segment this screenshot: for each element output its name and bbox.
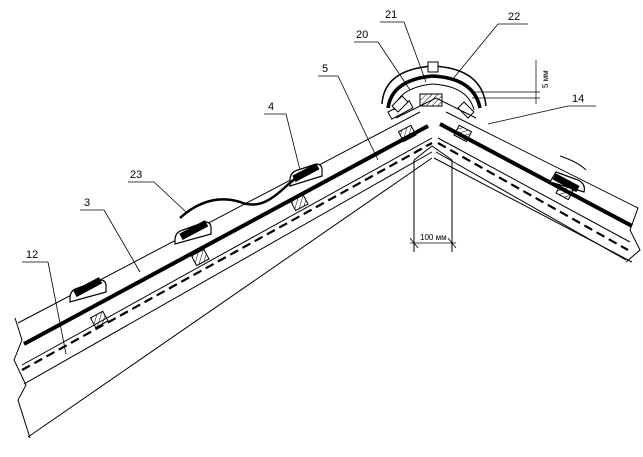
ridge-beam (413, 145, 453, 252)
leader-lines (22, 21, 596, 355)
dimension-100mm-label: 100 мм (420, 233, 447, 242)
callout-20: 20 (356, 29, 368, 41)
dimension-5mm-label: 5 мм (541, 70, 550, 88)
dimension-5mm: 5 мм (472, 60, 550, 104)
ridge-cap (381, 61, 487, 119)
callout-21: 21 (385, 9, 397, 21)
callout-12: 12 (26, 249, 38, 261)
callout-labels: 21 22 20 5 4 23 3 12 14 (26, 9, 584, 261)
callout-3: 3 (84, 197, 90, 209)
callout-22: 22 (508, 11, 520, 23)
right-tiles (549, 155, 587, 193)
callout-14: 14 (572, 93, 584, 105)
callout-4: 4 (268, 101, 274, 113)
callout-5: 5 (322, 63, 328, 75)
left-slope (13, 111, 433, 439)
dimension-100mm: 100 мм (409, 233, 457, 249)
left-tiles (69, 100, 414, 303)
left-battens (89, 124, 417, 329)
right-battens (453, 124, 575, 201)
callout-23: 23 (130, 169, 142, 181)
cable-23 (179, 177, 297, 219)
right-slope (433, 111, 641, 263)
